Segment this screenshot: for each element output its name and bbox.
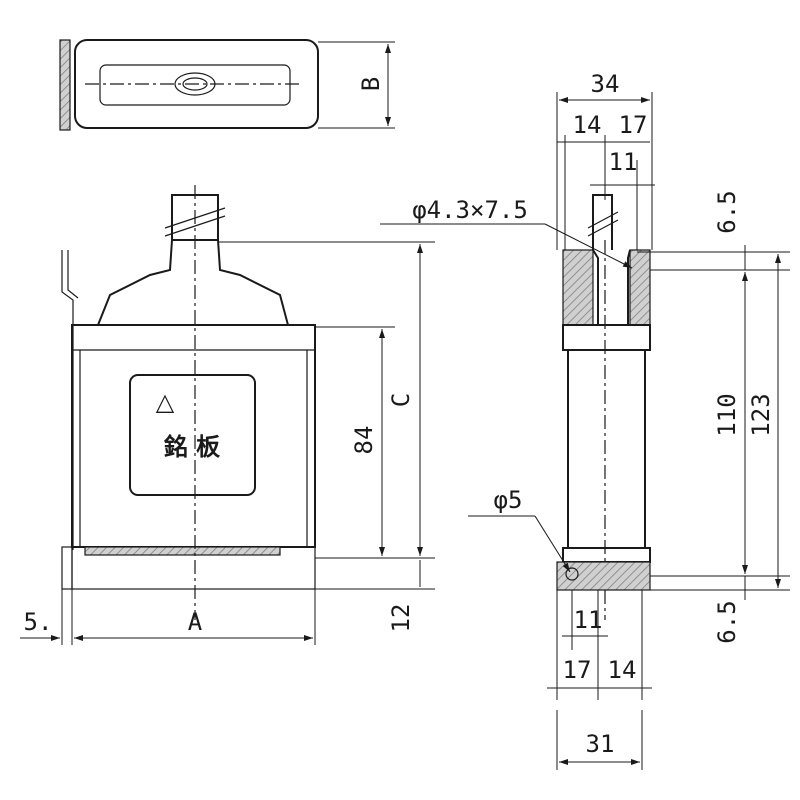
top-view-inner-slot [99,64,291,106]
dim-5-label: 5. [24,608,53,636]
dim-11-top-label: 11 [609,148,638,176]
dim-B-label: B [357,77,385,91]
side-upper-bracket-right [629,249,651,326]
hole-slot-label: φ4.3×7.5 [412,196,528,224]
dim-31-label: 31 [586,730,615,758]
dim-34-label: 34 [591,70,620,98]
dim-12-label: 12 [387,604,415,633]
side-body-bottom [562,547,651,563]
top-view-mount-plate [59,39,71,131]
side-stem [592,194,613,250]
top-view: B [59,39,395,131]
side-upper-bracket-left [562,249,594,326]
dim-84-label: 84 [350,426,378,455]
front-view: △ 銘 板 C 84 12 A 5. [20,185,435,645]
dim-110-label: 110 [713,393,741,436]
nameplate-symbol: △ [156,388,175,416]
nameplate-text: 銘 板 [164,433,221,461]
dim-C-label: C [387,393,415,407]
dim-6-5-top-label: 6.5 [713,190,741,233]
top-view-body [74,39,319,129]
dim-123-label: 123 [747,393,775,436]
top-view-slot-hole-inner [182,77,208,91]
side-body-top [562,324,651,351]
side-body [567,349,646,549]
dim-14-top-label: 14 [573,111,602,139]
front-top-cap [96,239,290,326]
side-base-hole [565,567,579,581]
side-view: 34 14 17 11 φ4.3×7.5 6.5 110 [380,70,790,770]
dim-17-bottom-label: 17 [563,656,592,684]
dim-14-bottom-label: 14 [608,656,637,684]
dim-11-bottom-label: 11 [574,606,603,634]
side-base [556,561,651,591]
dim-17-top-label: 17 [619,111,648,139]
dim-6-5-bottom-label: 6.5 [713,600,741,643]
nameplate [129,374,256,496]
dim-A-label: A [188,608,203,636]
hole-round-label: φ5 [494,486,523,514]
